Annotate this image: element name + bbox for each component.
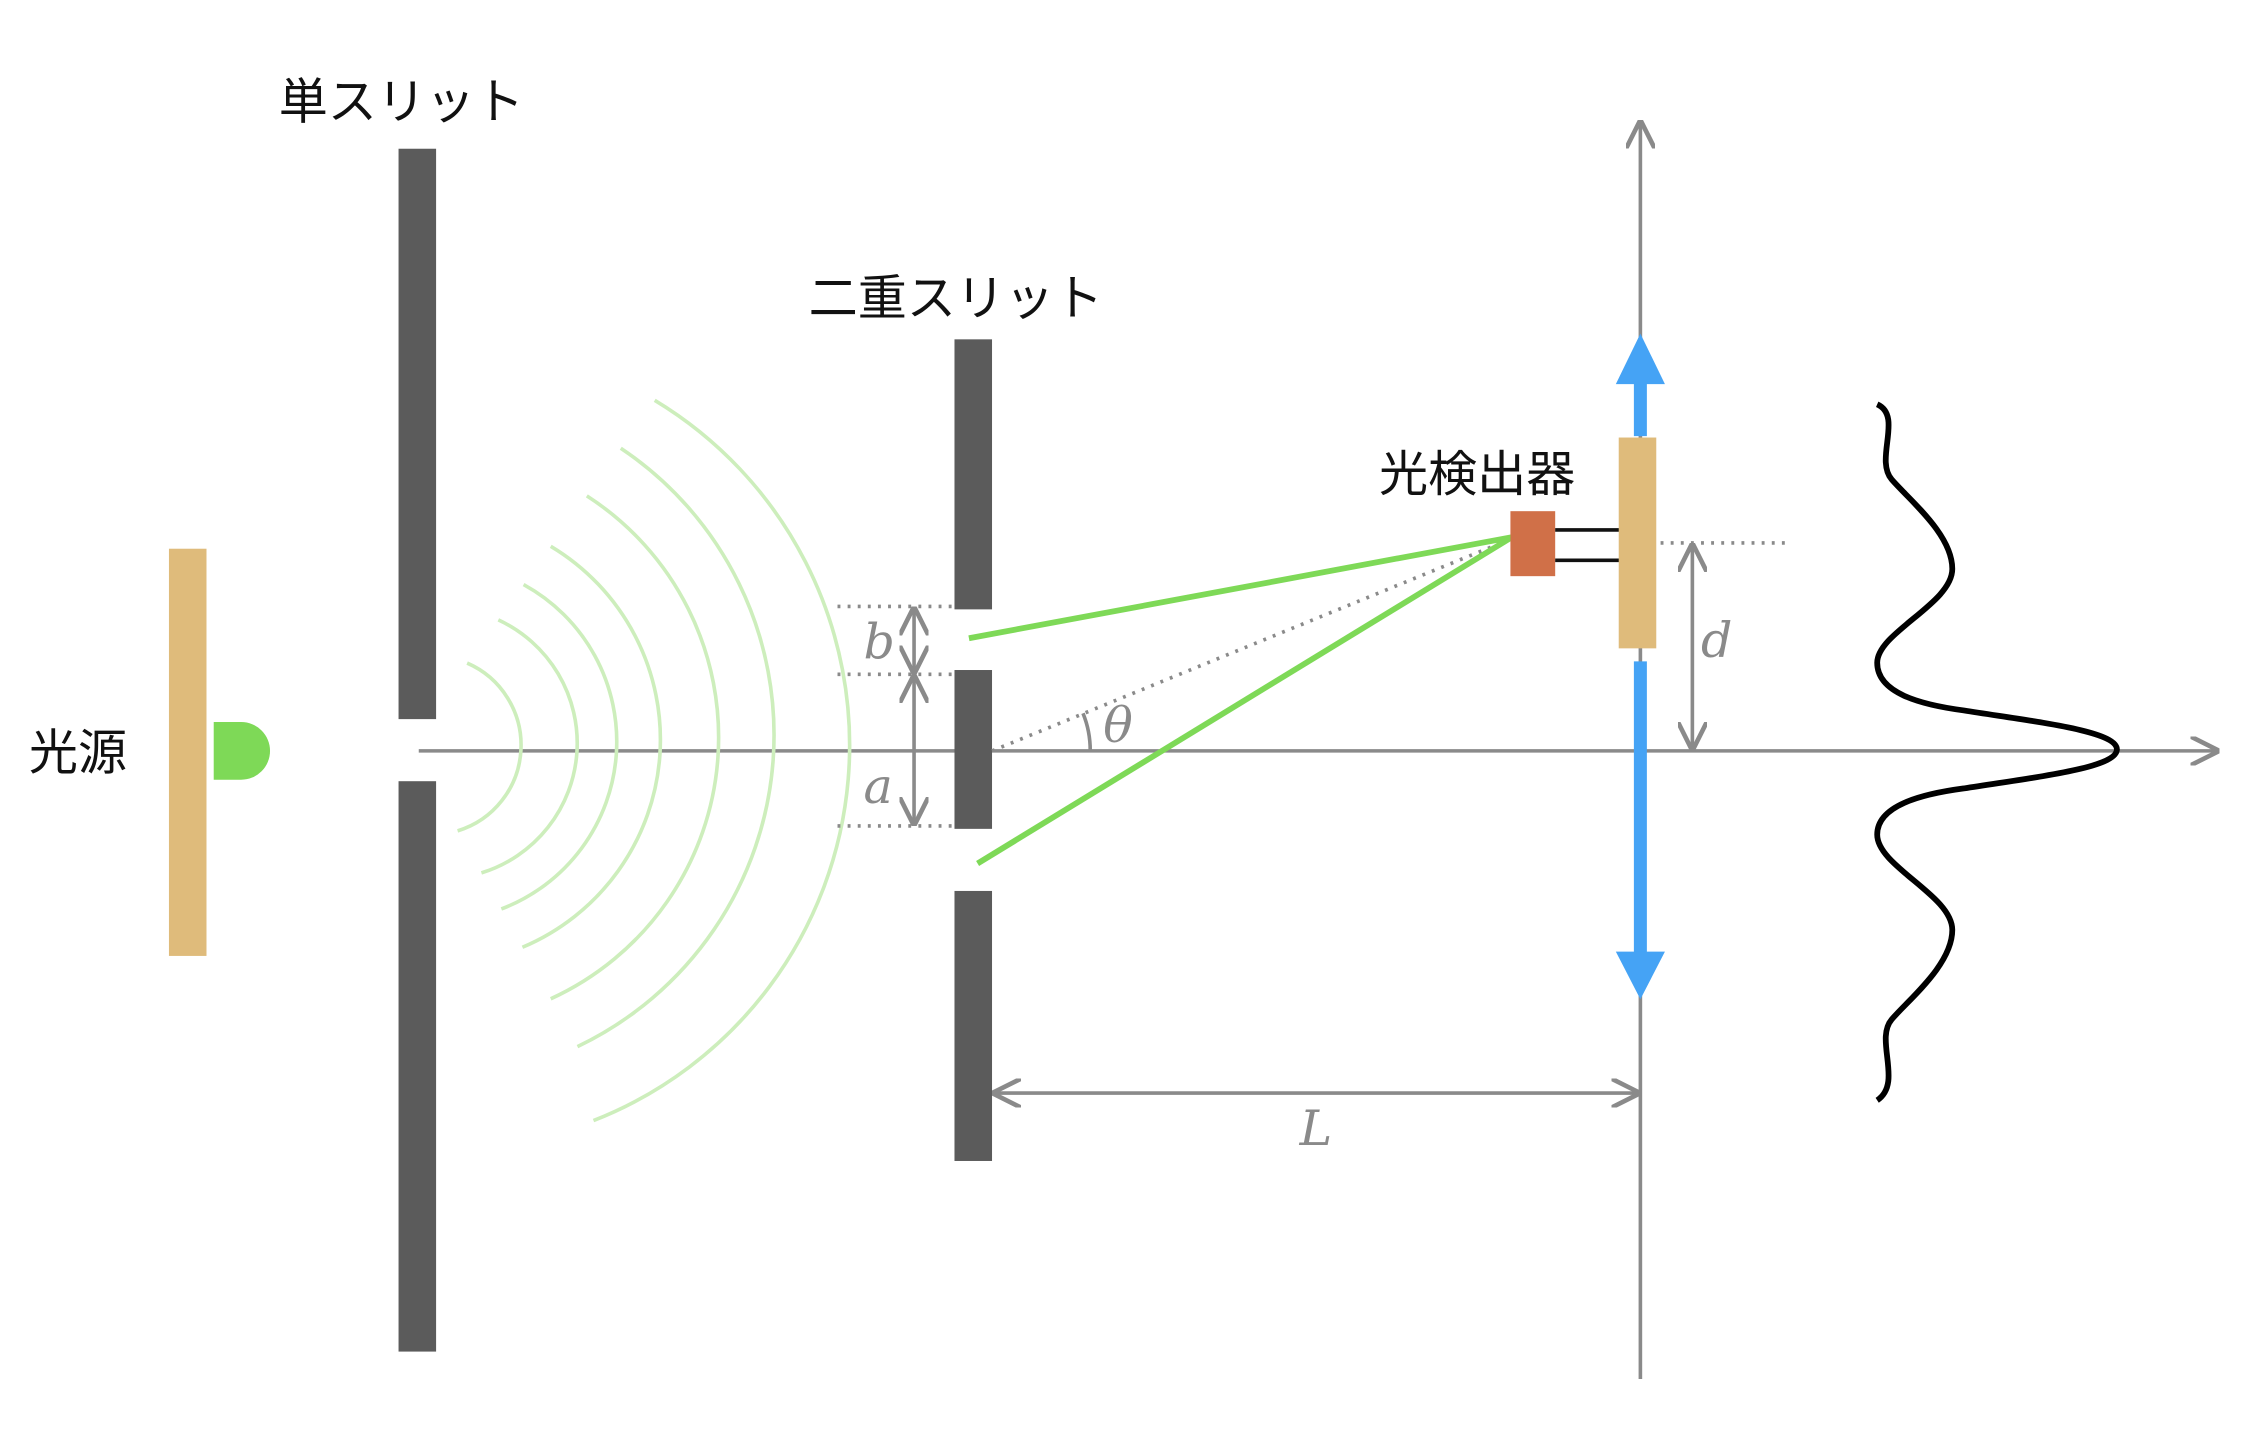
label-a: a <box>864 757 893 815</box>
label-d: d <box>1701 611 1732 669</box>
detector-mount <box>1618 437 1657 649</box>
motion-arrow-up-head <box>1615 333 1665 385</box>
double-slit-top <box>954 339 993 610</box>
wavefront <box>480 618 580 875</box>
wavefront <box>549 494 721 1001</box>
single-slit-lower <box>398 781 437 1352</box>
intensity-curve <box>1874 401 2120 1103</box>
theta-arc <box>1081 712 1093 751</box>
ray-upper <box>968 534 1513 642</box>
theta-ray <box>991 536 1513 753</box>
wavefronts <box>457 398 852 1123</box>
wavefront <box>457 661 523 833</box>
light-source-bar <box>168 548 207 956</box>
double-slit-bottom <box>954 890 993 1161</box>
label-L: L <box>1299 1099 1333 1157</box>
detector-label: 光検出器 <box>1379 445 1575 503</box>
ray-lower <box>976 534 1514 866</box>
single-slit-upper <box>398 148 437 720</box>
wavefront <box>521 544 663 949</box>
label-b: b <box>864 612 895 670</box>
light-source-emitter <box>213 722 271 780</box>
single-slit-label: 単スリット <box>279 72 524 130</box>
wavefront <box>500 582 619 911</box>
wavefront <box>576 446 776 1049</box>
label-theta: θ <box>1103 696 1133 754</box>
light-source-label: 光源 <box>29 724 127 782</box>
motion-arrow-down-head <box>1615 951 1665 1000</box>
double-slit-middle <box>954 670 993 829</box>
double-slit-label: 二重スリット <box>809 269 1103 327</box>
wavefront <box>592 398 852 1123</box>
detector-head <box>1510 511 1556 577</box>
